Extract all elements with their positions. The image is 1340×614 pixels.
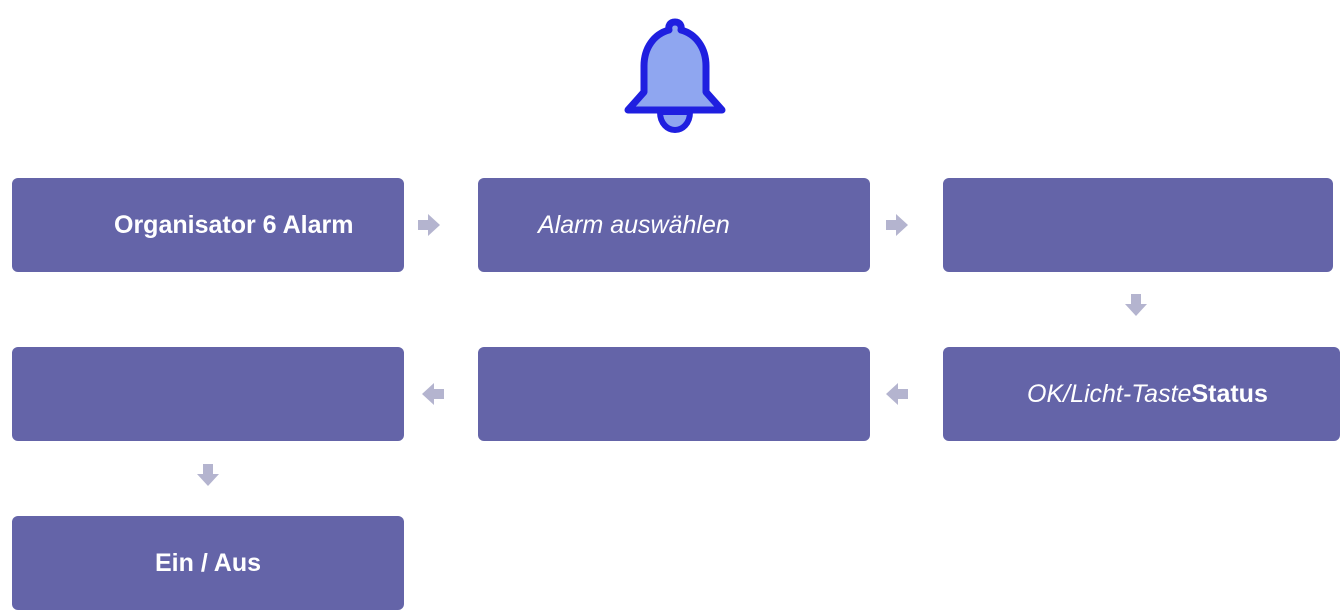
step-label: Organisator 6 Alarm (114, 210, 354, 239)
step-label-italic: OK/Licht-Taste (1027, 379, 1192, 408)
arrow-left-icon (884, 381, 910, 407)
step-label: Ein / Aus (154, 548, 262, 577)
arrow-down-icon (1123, 292, 1149, 318)
step-empty-5 (478, 347, 870, 441)
step-label-bold: Status (1191, 379, 1268, 408)
step-empty-4 (12, 347, 404, 441)
step-ein-aus: Ein / Aus (12, 516, 404, 610)
bell-icon (620, 14, 730, 134)
step-alarm-auswaehlen: Alarm auswählen (478, 178, 870, 272)
step-label: Alarm auswählen (538, 210, 730, 239)
arrow-down-icon (195, 462, 221, 488)
arrow-right-icon (884, 212, 910, 238)
step-organisator-alarm: Organisator 6 Alarm (12, 178, 404, 272)
step-empty-3 (943, 178, 1333, 272)
arrow-right-icon (416, 212, 442, 238)
arrow-left-icon (420, 381, 446, 407)
